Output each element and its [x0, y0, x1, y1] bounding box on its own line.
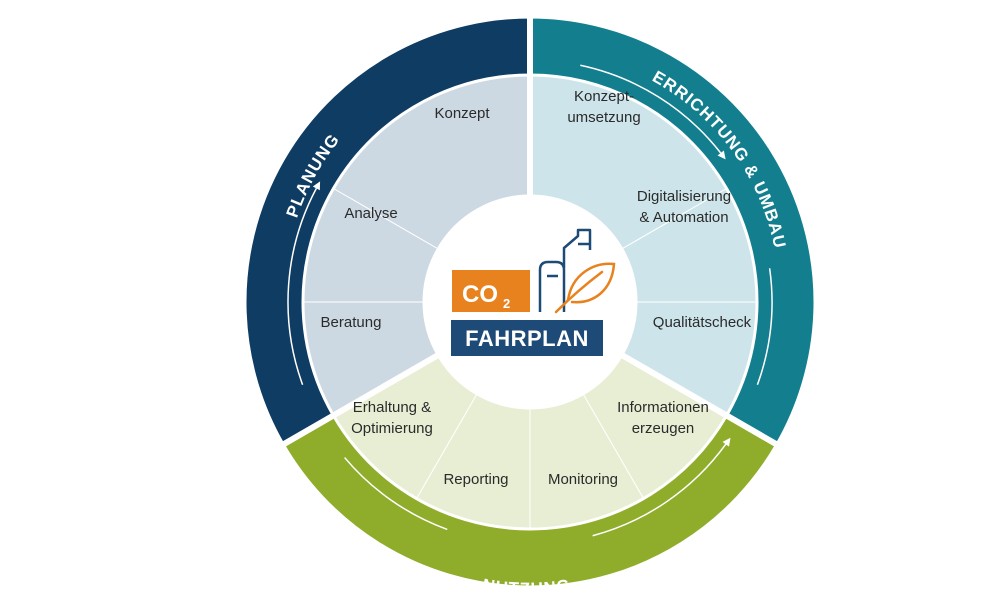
nutzung-tail-arrow	[344, 457, 448, 531]
segment-label-konzeptumsetzung: Konzept-umsetzung	[567, 88, 640, 126]
nutzung-arrow	[592, 443, 727, 537]
phase-divider	[279, 352, 439, 449]
fahrplan-text: FAHRPLAN	[465, 326, 589, 351]
planung-arrow	[287, 188, 317, 386]
cycle-arrows	[287, 64, 773, 537]
nutzung-arrowhead	[722, 437, 731, 447]
segment-label-reporting: Reporting	[443, 471, 508, 488]
process-segments	[279, 14, 781, 529]
segment-label-qualitaetscheck: Qualitätscheck	[653, 314, 752, 331]
errichtung-arrow	[580, 64, 722, 154]
errichtung-arrowhead	[717, 150, 726, 160]
co2-fahrplan-logo: CO 2 FAHRPLAN	[423, 195, 637, 409]
factory-icon	[538, 228, 592, 312]
segment-label-analyse: Analyse	[344, 205, 397, 222]
segment-label-konzept: Konzept	[434, 105, 490, 122]
segment-label-monitoring: Monitoring	[548, 471, 618, 488]
segment-label-beratung: Beratung	[321, 314, 382, 331]
errichtung-tail-arrow	[756, 268, 773, 386]
co2-text: CO	[462, 281, 498, 308]
phase-label-nutzung: NUTZUNG	[481, 575, 572, 598]
leaf-icon	[554, 262, 616, 314]
co2-subscript: 2	[503, 296, 510, 311]
phase-divider	[621, 352, 781, 449]
planung-arrowhead	[312, 181, 321, 191]
segment-label-digitalisierung: Digitalisierung& Automation	[637, 188, 731, 226]
fahrplan-badge	[451, 320, 603, 356]
segment-label-erhaltung: Erhaltung &Optimierung	[351, 399, 433, 437]
co2-badge	[452, 270, 530, 312]
